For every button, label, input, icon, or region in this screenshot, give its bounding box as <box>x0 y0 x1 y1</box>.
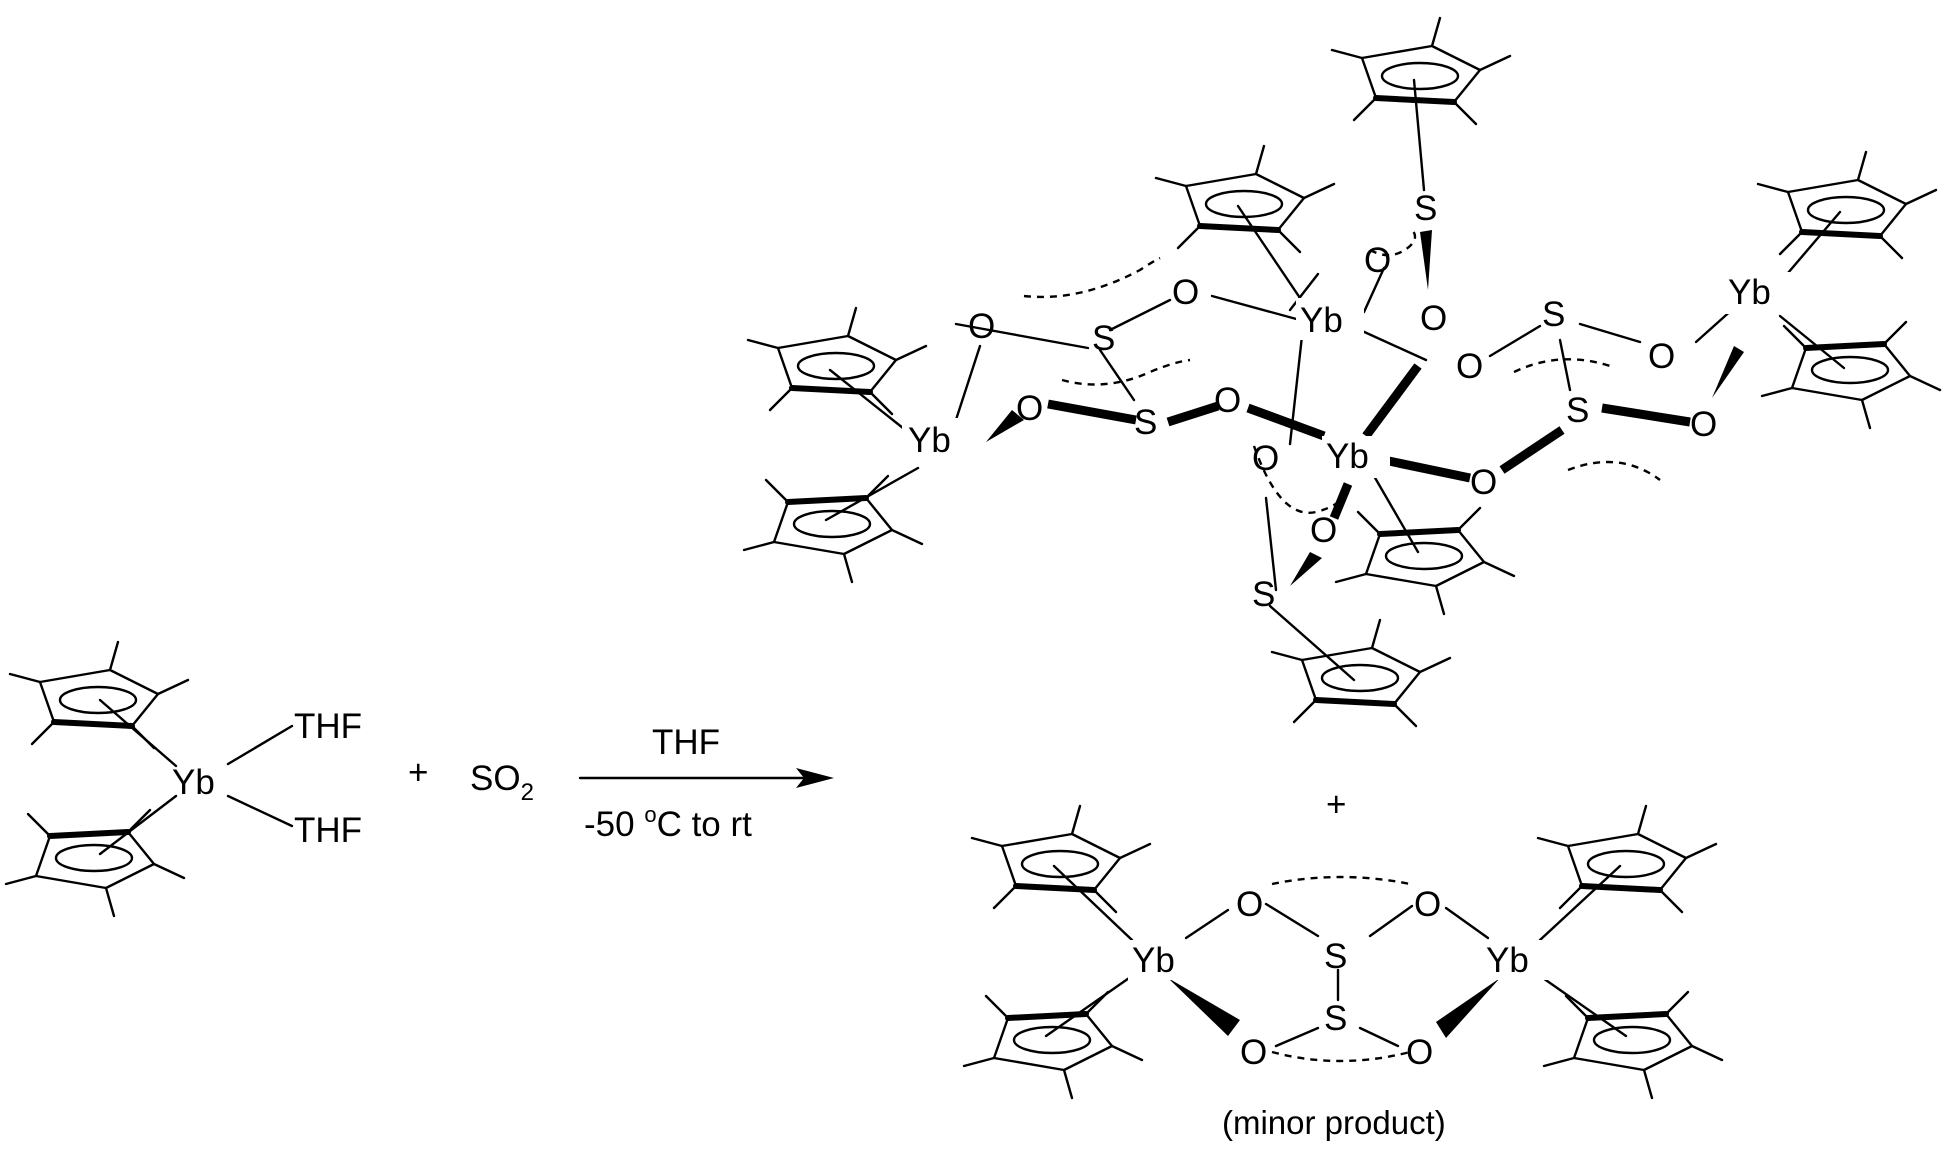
reactant-yb-label: Yb <box>172 763 215 802</box>
cp-star-ring <box>1544 992 1722 1098</box>
products-plus-sign: + <box>1326 785 1346 824</box>
oxygen-atom-label: O <box>1420 299 1447 338</box>
cp-star-ring <box>1762 322 1940 428</box>
yb-atom-label: Yb <box>1326 437 1369 476</box>
oxygen-atom-label: O <box>1414 885 1441 924</box>
oxygen-atom-label: O <box>1240 1033 1267 1072</box>
cp-star-ring <box>1332 18 1510 124</box>
oxygen-atom-label: O <box>1172 273 1199 312</box>
minor-product: Yb Yb S S O O O O (minor product) <box>964 806 1722 1141</box>
sulfur-atom-label: S <box>1252 575 1275 614</box>
oxygen-atom-label: O <box>1648 337 1675 376</box>
wedge-bond <box>1712 346 1744 398</box>
oxygen-atom-label: O <box>1214 381 1241 420</box>
oxygen-atom-label: O <box>968 307 995 346</box>
oxygen-atom-label: O <box>1470 463 1497 502</box>
reagent-so-label: SO <box>470 759 521 798</box>
cp-star-ring <box>964 992 1142 1098</box>
yb-atom-label: Yb <box>1728 273 1771 312</box>
major-product: Yb Yb Yb Yb S S S S S S O O O O O O O O … <box>744 18 1940 726</box>
cp-star-ring <box>1156 146 1334 252</box>
reactant-thf-bottom-label: THF <box>294 811 362 850</box>
reagent-subscript: 2 <box>521 779 534 806</box>
reagent-so2: SO2 <box>470 759 534 806</box>
sulfur-atom-label: S <box>1092 319 1115 358</box>
oxygen-atom-label: O <box>1406 1033 1433 1072</box>
reaction-arrow <box>578 768 834 788</box>
svg-text:SO2: SO2 <box>470 759 534 806</box>
reactant-plus-sign: + <box>408 753 428 792</box>
cp-star-ring <box>972 806 1150 912</box>
wedge-bond <box>1168 978 1240 1036</box>
sulfur-atom-label: S <box>1134 403 1157 442</box>
oxygen-atom-label: O <box>1252 439 1279 478</box>
yb-atom-label: Yb <box>1486 941 1529 980</box>
oxygen-atom-label: O <box>1364 241 1391 280</box>
reactant-complex: Yb THF THF <box>6 642 362 916</box>
reactant-thf-top-label: THF <box>294 707 362 746</box>
oxygen-atom-label: O <box>1310 511 1337 550</box>
arrow-solvent-label: THF <box>652 723 720 762</box>
oxygen-atom-label: O <box>1690 405 1717 444</box>
sulfur-atom-label: S <box>1542 295 1565 334</box>
cp-star-ring <box>1538 806 1716 912</box>
arrow-conditions-label: -50 oC to rt <box>584 802 752 844</box>
wedge-bond <box>986 410 1024 442</box>
cp-star-ring-top <box>10 642 188 748</box>
sulfur-atom-label: S <box>1414 189 1437 228</box>
cp-star-ring <box>748 308 926 414</box>
yb-atom-label: Yb <box>1132 941 1175 980</box>
cp-star-ring <box>1272 620 1450 726</box>
sulfur-atom-label: S <box>1566 391 1589 430</box>
cp-star-ring <box>744 476 922 582</box>
cp-star-ring <box>1336 508 1514 614</box>
sulfur-atom-label: S <box>1324 999 1347 1038</box>
cp-star-ring <box>1758 152 1936 258</box>
oxygen-atom-label: O <box>1456 347 1483 386</box>
sulfur-atom-label: S <box>1324 937 1347 976</box>
wedge-bond <box>1290 552 1322 586</box>
wedge-bond <box>1436 978 1500 1038</box>
yb-atom-label: Yb <box>1300 301 1343 340</box>
oxygen-atom-label: O <box>1236 885 1263 924</box>
oxygen-atom-label: O <box>1016 389 1043 428</box>
cp-star-ring-bottom <box>6 810 184 916</box>
wedge-bond <box>1420 230 1432 290</box>
yb-atom-label: Yb <box>908 421 951 460</box>
minor-product-caption: (minor product) <box>1222 1104 1446 1141</box>
